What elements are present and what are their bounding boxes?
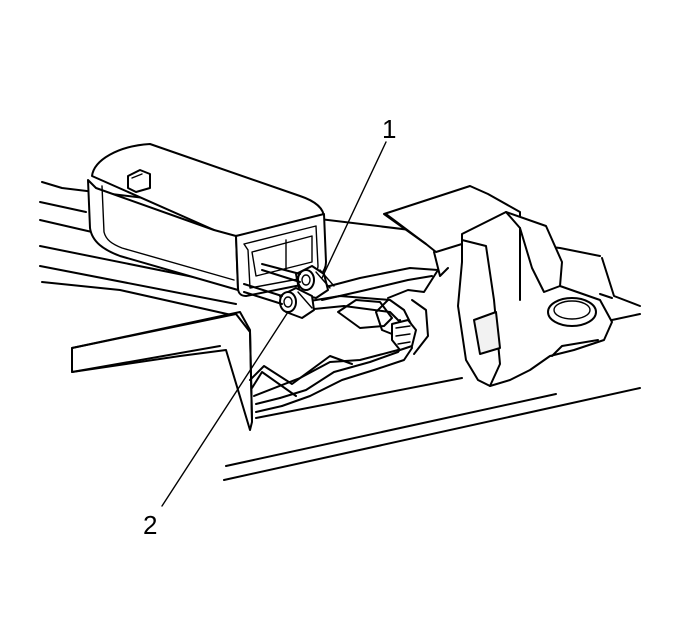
evap-canister (87, 143, 327, 297)
callout-leader-2 (161, 311, 289, 507)
fitting-2 (243, 283, 315, 319)
callout-leader-1 (321, 141, 387, 279)
callout-label-2: 2 (143, 510, 157, 540)
frame-rail-lower (223, 257, 641, 481)
frame-bracket (383, 185, 613, 387)
callout-label-1: 1 (382, 114, 396, 144)
frame-crossmember (71, 311, 253, 431)
vapor-lines (255, 267, 439, 413)
fitting-1 (261, 263, 335, 299)
